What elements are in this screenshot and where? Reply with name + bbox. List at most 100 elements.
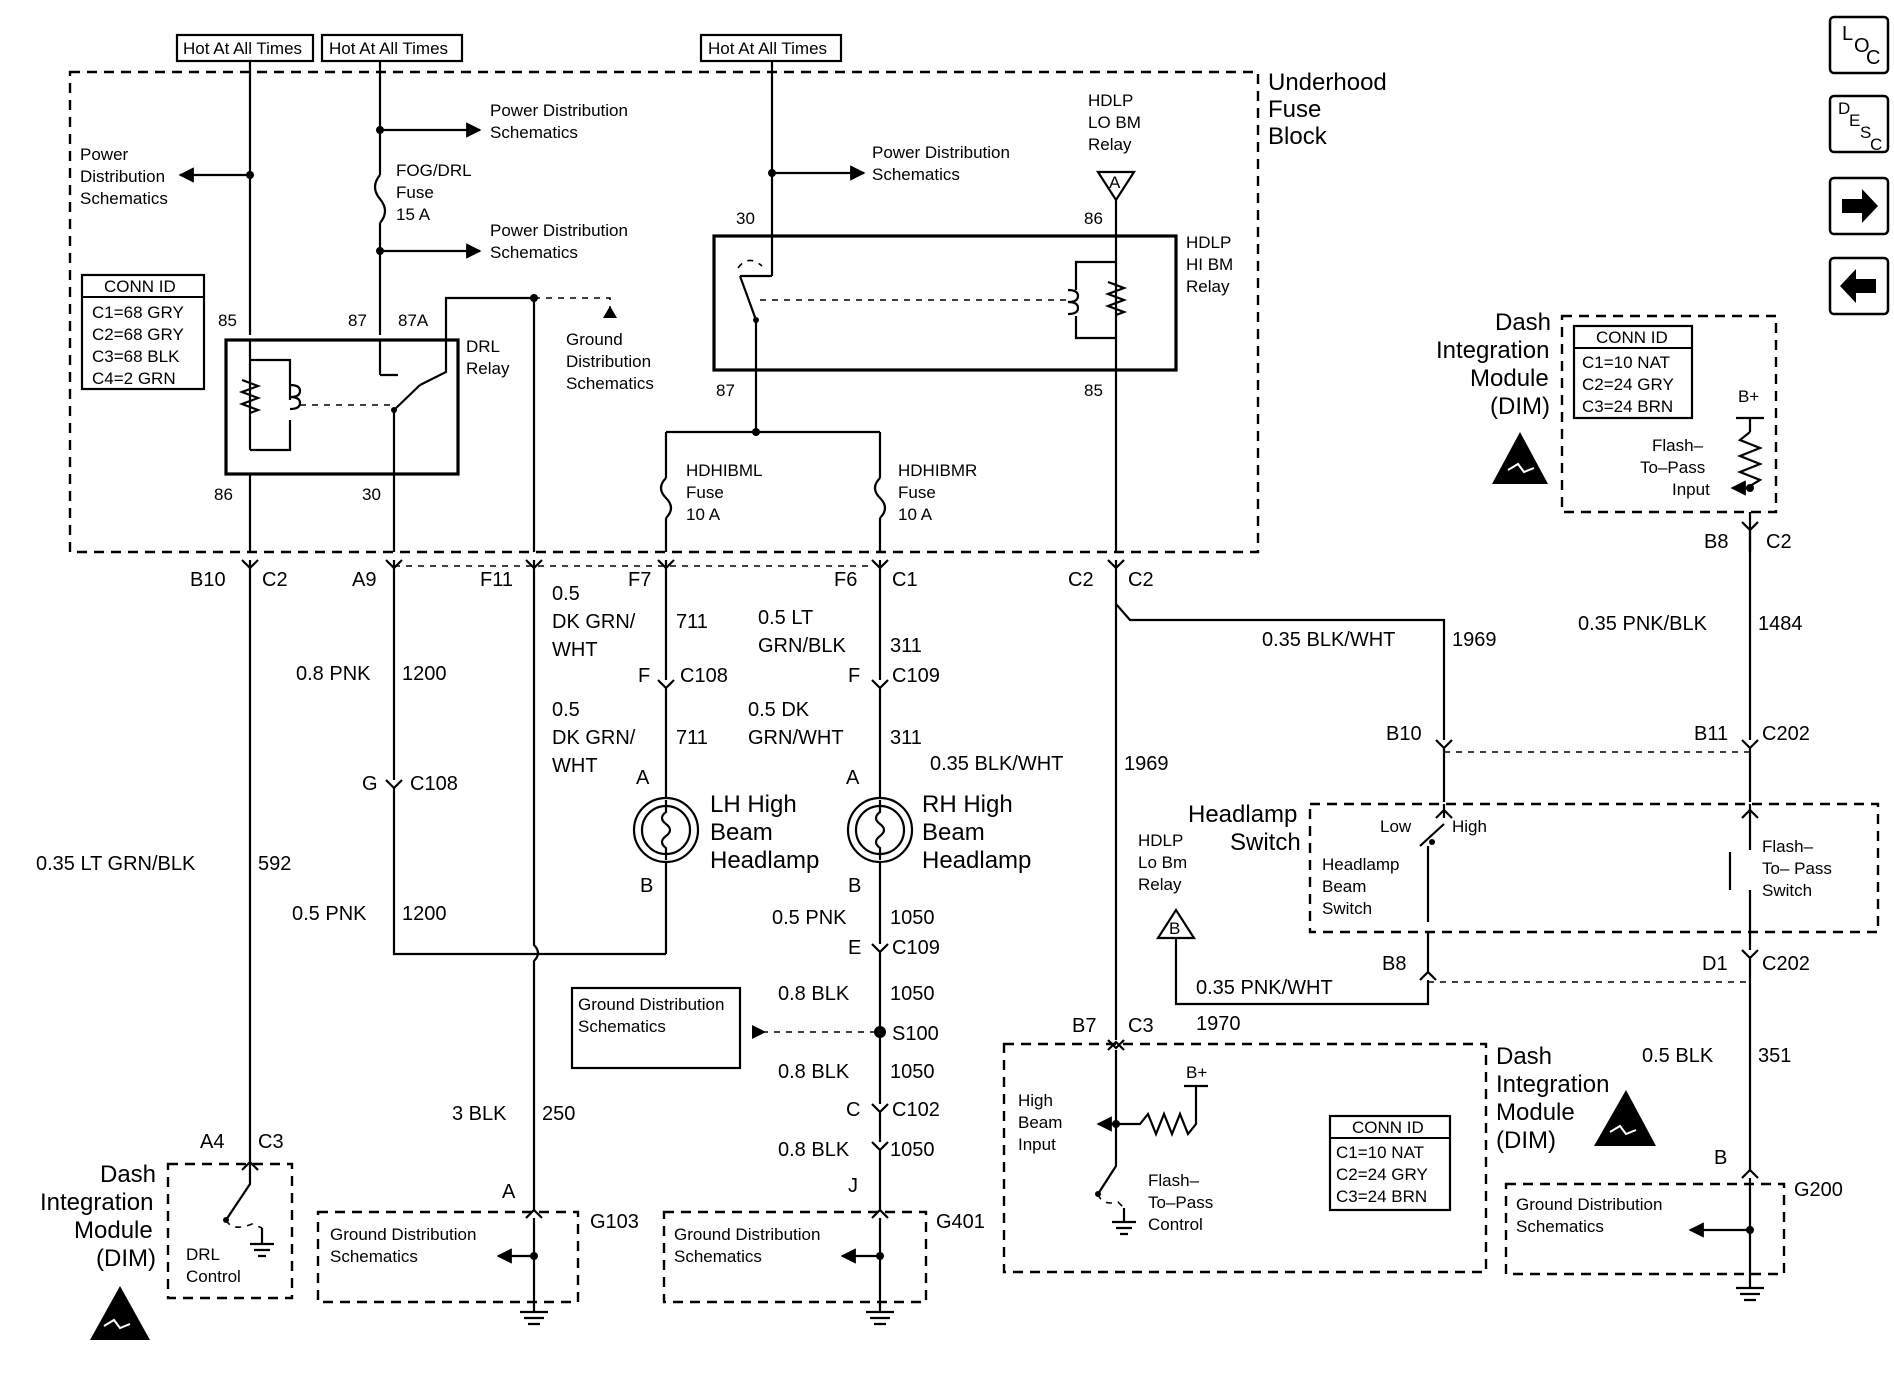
arrow-right-icon xyxy=(1842,189,1878,223)
wire-311a-1: 0.5 LT xyxy=(758,607,813,629)
splice-s100-label: S100 xyxy=(892,1023,939,1045)
next-page-button[interactable] xyxy=(1828,176,1890,236)
prev-page-button[interactable] xyxy=(1828,256,1890,316)
wire-1050d-num: 1050 xyxy=(890,1139,935,1161)
conn-c1: C1 xyxy=(892,569,918,591)
power-dist-left-2: Distribution xyxy=(80,167,165,186)
g200-label: G200 xyxy=(1794,1179,1843,1201)
wire-711a-num: 711 xyxy=(676,611,708,633)
conn-f-left: F xyxy=(638,665,650,687)
conn-id-left-row-2: C2=68 GRY xyxy=(92,325,184,344)
ground-dist-box-2: Schematics xyxy=(578,1017,666,1036)
switch-ftp-1: Flash– xyxy=(1762,837,1814,856)
ground-g401: Ground Distribution Schematics G401 xyxy=(662,1208,985,1326)
ground-g200: Ground Distribution Schematics G200 xyxy=(1504,1168,1843,1302)
hdlp-lo-mid-1: HDLP xyxy=(1138,831,1183,850)
switch-beam-2: Beam xyxy=(1322,877,1366,896)
loc-letter-1: L xyxy=(1842,23,1853,45)
drl-pin-30: 30 xyxy=(362,485,381,504)
rh-lamp-1: RH High xyxy=(922,791,1013,818)
dim-center-ftp-2: To–Pass xyxy=(1148,1193,1213,1212)
g200-box-2: Schematics xyxy=(1516,1217,1604,1236)
dim-center-input-1: High xyxy=(1018,1091,1053,1110)
conn-b7-c3: C3 xyxy=(1128,1015,1154,1037)
hdlp-lo-top-3: Relay xyxy=(1088,135,1132,154)
fuse-left-3: 10 A xyxy=(686,505,721,524)
wire-1050b-num: 1050 xyxy=(890,983,935,1005)
wire-311b-1: 0.5 DK xyxy=(748,699,810,721)
wire-1200b-color: 0.5 PNK xyxy=(292,903,367,925)
underhood-label-1: Underhood xyxy=(1268,69,1387,96)
drl-pin-85: 85 xyxy=(218,311,237,330)
fog-fuse-1: FOG/DRL xyxy=(396,161,472,180)
ground-g103: Ground Distribution Schematics G103 xyxy=(316,1208,639,1326)
location-button[interactable]: L O C xyxy=(1828,15,1890,75)
hdlp-hi-bm-relay xyxy=(712,234,1178,372)
dim-center: B+ High Beam Input Flash– To–Pass Contro… xyxy=(1002,1040,1488,1274)
dim-upper-label-3: Module xyxy=(1470,365,1549,392)
switch-ftp-2: To– Pass xyxy=(1762,859,1832,878)
triangle-b-label: B xyxy=(1169,919,1180,938)
g401-label: G401 xyxy=(936,1211,985,1233)
power-dist-left-3: Schematics xyxy=(80,189,168,208)
dim-upper: CONN ID C1=10 NAT C2=24 GRY C3=24 BRN B+… xyxy=(1560,314,1778,514)
wire-1050c-num: 1050 xyxy=(890,1061,935,1083)
wire-1200a-num: 1200 xyxy=(402,663,447,685)
lh-high-beam-headlamp xyxy=(632,796,700,864)
headlamp-switch: Low High Headlamp Beam Switch Flash– To–… xyxy=(1308,802,1880,934)
power-dist-b-1: Power Distribution xyxy=(490,221,628,240)
desc-letter-4: C xyxy=(1870,135,1882,154)
headlamp-switch-label-2: Switch xyxy=(1230,829,1301,856)
g103-label: G103 xyxy=(590,1211,639,1233)
drl-pin-86: 86 xyxy=(214,485,233,504)
dim-upper-label-1: Dash xyxy=(1495,309,1551,336)
ground-icon-g401 xyxy=(866,1300,894,1326)
arrow-left-icon xyxy=(1840,269,1876,303)
conn-c: C xyxy=(846,1099,860,1121)
triangle-a-label: A xyxy=(1109,173,1121,192)
dim-center-conn-title: CONN ID xyxy=(1352,1118,1424,1137)
hdlp-hi-pin-85: 85 xyxy=(1084,381,1103,400)
hdlp-hi-label-3: Relay xyxy=(1186,277,1230,296)
wire-711b-1: 0.5 xyxy=(552,699,580,721)
fuse-right-1: HDHIBMR xyxy=(898,461,977,480)
wire-250-color: 3 BLK xyxy=(452,1103,507,1125)
conn-b11: B11 xyxy=(1694,723,1728,745)
conn-g-c108: C108 xyxy=(410,773,458,795)
conn-id-left-title: CONN ID xyxy=(104,277,176,296)
dim-upper-conn-row-2: C2=24 GRY xyxy=(1582,375,1674,394)
wire-1050d-color: 0.8 BLK xyxy=(778,1139,850,1161)
wire-711b-num: 711 xyxy=(676,727,708,749)
drl-pin-87: 87 xyxy=(348,311,367,330)
dim-left: DRL Control xyxy=(166,1160,294,1300)
dim-center-input-3: Input xyxy=(1018,1135,1056,1154)
drl-relay-label-2: Relay xyxy=(466,359,510,378)
conn-a-g103: A xyxy=(502,1181,516,1203)
drl-pin-87a: 87A xyxy=(398,311,429,330)
wire-1969b-num: 1969 xyxy=(1124,753,1169,775)
conn-id-left: CONN ID C1=68 GRY C2=68 GRY C3=68 BLK C4… xyxy=(80,273,206,391)
wire-1050c-color: 0.8 BLK xyxy=(778,1061,850,1083)
rh-pin-a: A xyxy=(846,767,860,789)
dim-center-conn-row-2: C2=24 GRY xyxy=(1336,1165,1428,1184)
splice-s100 xyxy=(874,1026,886,1038)
dim-left-label-3: Module xyxy=(74,1217,153,1244)
dim-center-conn-row-3: C3=24 BRN xyxy=(1336,1187,1427,1206)
nav-buttons: L O C D E S C xyxy=(1828,15,1890,316)
lh-lamp-3: Headlamp xyxy=(710,847,819,874)
lh-lamp-2: Beam xyxy=(710,819,773,846)
wire-711b-2: DK GRN/ xyxy=(552,727,636,749)
fuse-right-icon xyxy=(873,477,887,519)
power-dist-b-2: Schematics xyxy=(490,243,578,262)
conn-f7: F7 xyxy=(628,569,651,591)
underhood-fuse-block-boundary xyxy=(68,70,1260,554)
dim-upper-label-2: Integration xyxy=(1436,337,1549,364)
conn-a4-c3: C3 xyxy=(258,1131,284,1153)
conn-f11: F11 xyxy=(480,569,513,591)
hdlp-hi-pin-30: 30 xyxy=(736,209,755,228)
dim-center-ftp-1: Flash– xyxy=(1148,1171,1200,1190)
fuse-right-3: 10 A xyxy=(898,505,933,524)
fuse-left-icon xyxy=(659,477,673,519)
description-button[interactable]: D E S C xyxy=(1828,94,1890,154)
dim-left-label-2: Integration xyxy=(40,1189,153,1216)
